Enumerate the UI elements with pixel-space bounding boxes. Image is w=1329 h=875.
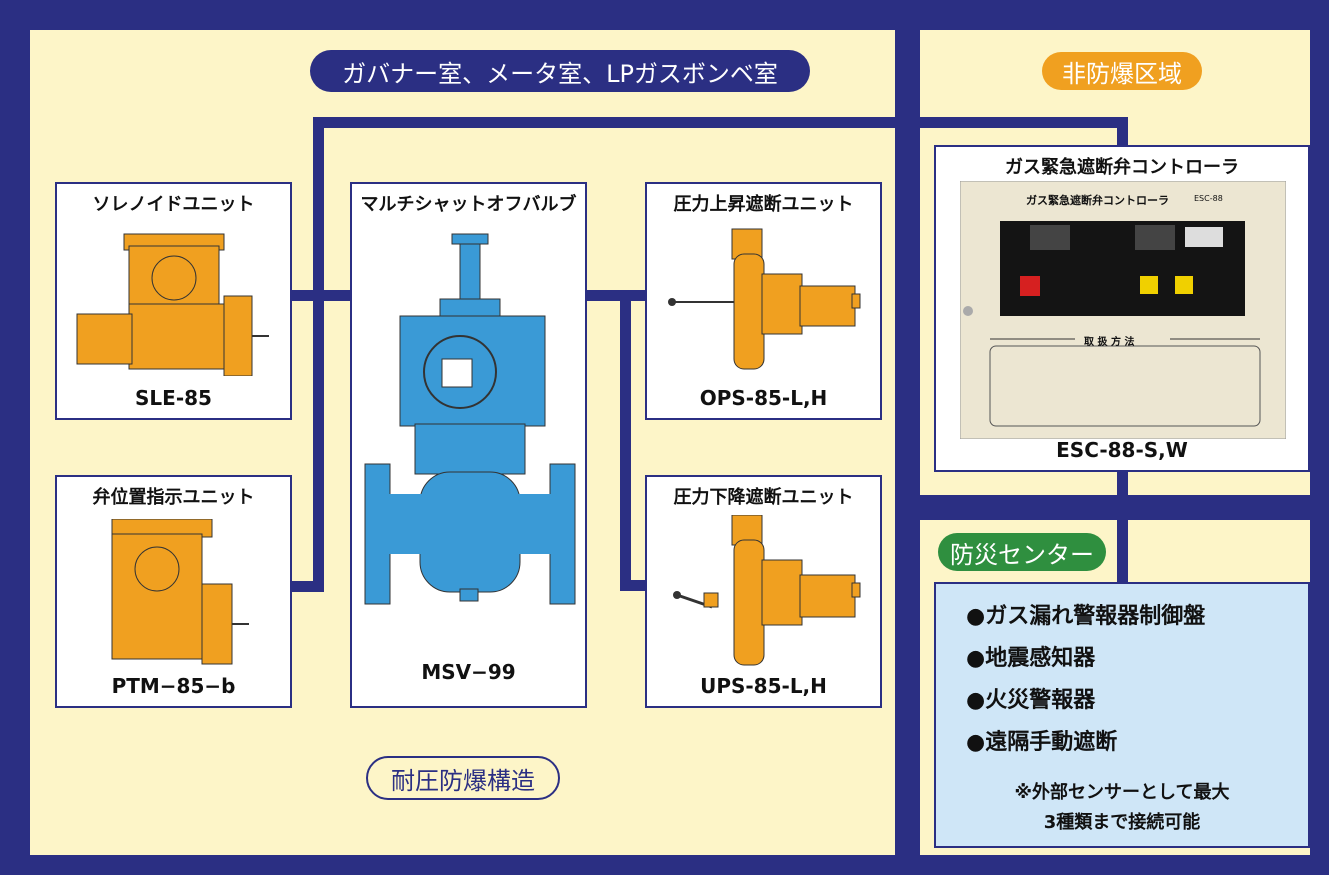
multi-shutoff-valve-box: マルチシャットオフバルブ MSV−99 — [350, 182, 587, 708]
sensor-item-earthquake: ●地震感知器 — [966, 646, 1096, 671]
controller-model: ESC-88-S,W — [1056, 438, 1188, 462]
solenoid-unit-box: ソレノイドユニット SLE-85 — [55, 182, 292, 420]
wire-controller-bottom — [1117, 470, 1128, 582]
controller-box: ガス緊急遮断弁コントローラ ガス緊急遮断弁コントローラ ESC-88 取 扱 方… — [934, 145, 1310, 472]
divider-horizontal — [920, 495, 1310, 520]
position-indicator-image — [111, 519, 249, 665]
ups-unit-image — [673, 515, 861, 666]
position-indicator-box: 弁位置指示ユニット PTM−85−b — [55, 475, 292, 708]
multi-shutoff-valve-model: MSV−99 — [421, 660, 516, 684]
wire-left-vertical — [313, 117, 324, 592]
wire-ups — [620, 580, 645, 591]
area-label-non-explosion: 非防爆区域 — [1042, 52, 1202, 90]
ops-unit-box: 圧力上昇遮断ユニット OPS-85-L,H — [645, 182, 882, 420]
ups-unit-box: 圧力下降遮断ユニット UPS-85-L,H — [645, 475, 882, 708]
sensor-item-fire: ●火災警報器 — [966, 688, 1096, 713]
ops-unit-model: OPS-85-L,H — [699, 386, 828, 410]
ups-unit-title: 圧力下降遮断ユニット — [673, 487, 854, 508]
wire-top — [313, 117, 1128, 128]
controller-panel-instructions-heading: 取 扱 方 法 — [1084, 337, 1135, 348]
external-sensors-box: ●ガス漏れ警報器制御盤 ●地震感知器 ●火災警報器 ●遠隔手動遮断 ※外部センサ… — [934, 582, 1310, 848]
controller-panel-image — [960, 181, 1286, 439]
ops-unit-image — [668, 228, 861, 370]
multi-shutoff-valve-title: マルチシャットオフバルブ — [360, 194, 577, 215]
sensor-note-line1: ※外部センサーとして最大 — [1014, 782, 1230, 803]
solenoid-unit-title: ソレノイドユニット — [92, 194, 255, 215]
sensor-note-line2: 3種類まで接続可能 — [1043, 812, 1201, 833]
sensor-item-remote: ●遠隔手動遮断 — [966, 730, 1118, 755]
area-label-pressure-proof: 耐圧防爆構造 — [366, 756, 560, 800]
solenoid-unit-model: SLE-85 — [135, 386, 212, 410]
controller-panel-title: ガス緊急遮断弁コントローラ — [1026, 194, 1169, 207]
wire-solenoid — [290, 290, 350, 301]
wire-ups-vertical — [620, 290, 631, 591]
wire-valve-right — [585, 290, 645, 301]
divider-vertical — [895, 30, 920, 855]
wire-position — [290, 581, 324, 592]
area-label-disaster-center: 防災センター — [938, 533, 1106, 571]
ops-unit-title: 圧力上昇遮断ユニット — [673, 194, 854, 215]
controller-title: ガス緊急遮断弁コントローラ — [1005, 157, 1239, 178]
multi-shutoff-valve-image — [364, 233, 576, 605]
ups-unit-model: UPS-85-L,H — [700, 674, 827, 698]
solenoid-unit-image — [76, 233, 269, 376]
position-indicator-model: PTM−85−b — [111, 674, 236, 698]
wire-right-top-vertical — [1117, 117, 1128, 147]
controller-panel-code: ESC-88 — [1194, 194, 1223, 203]
sensor-item-gas-leak: ●ガス漏れ警報器制御盤 — [966, 604, 1206, 629]
position-indicator-title: 弁位置指示ユニット — [92, 487, 255, 508]
area-label-top: ガバナー室、メータ室、LPガスボンベ室 — [310, 50, 810, 92]
